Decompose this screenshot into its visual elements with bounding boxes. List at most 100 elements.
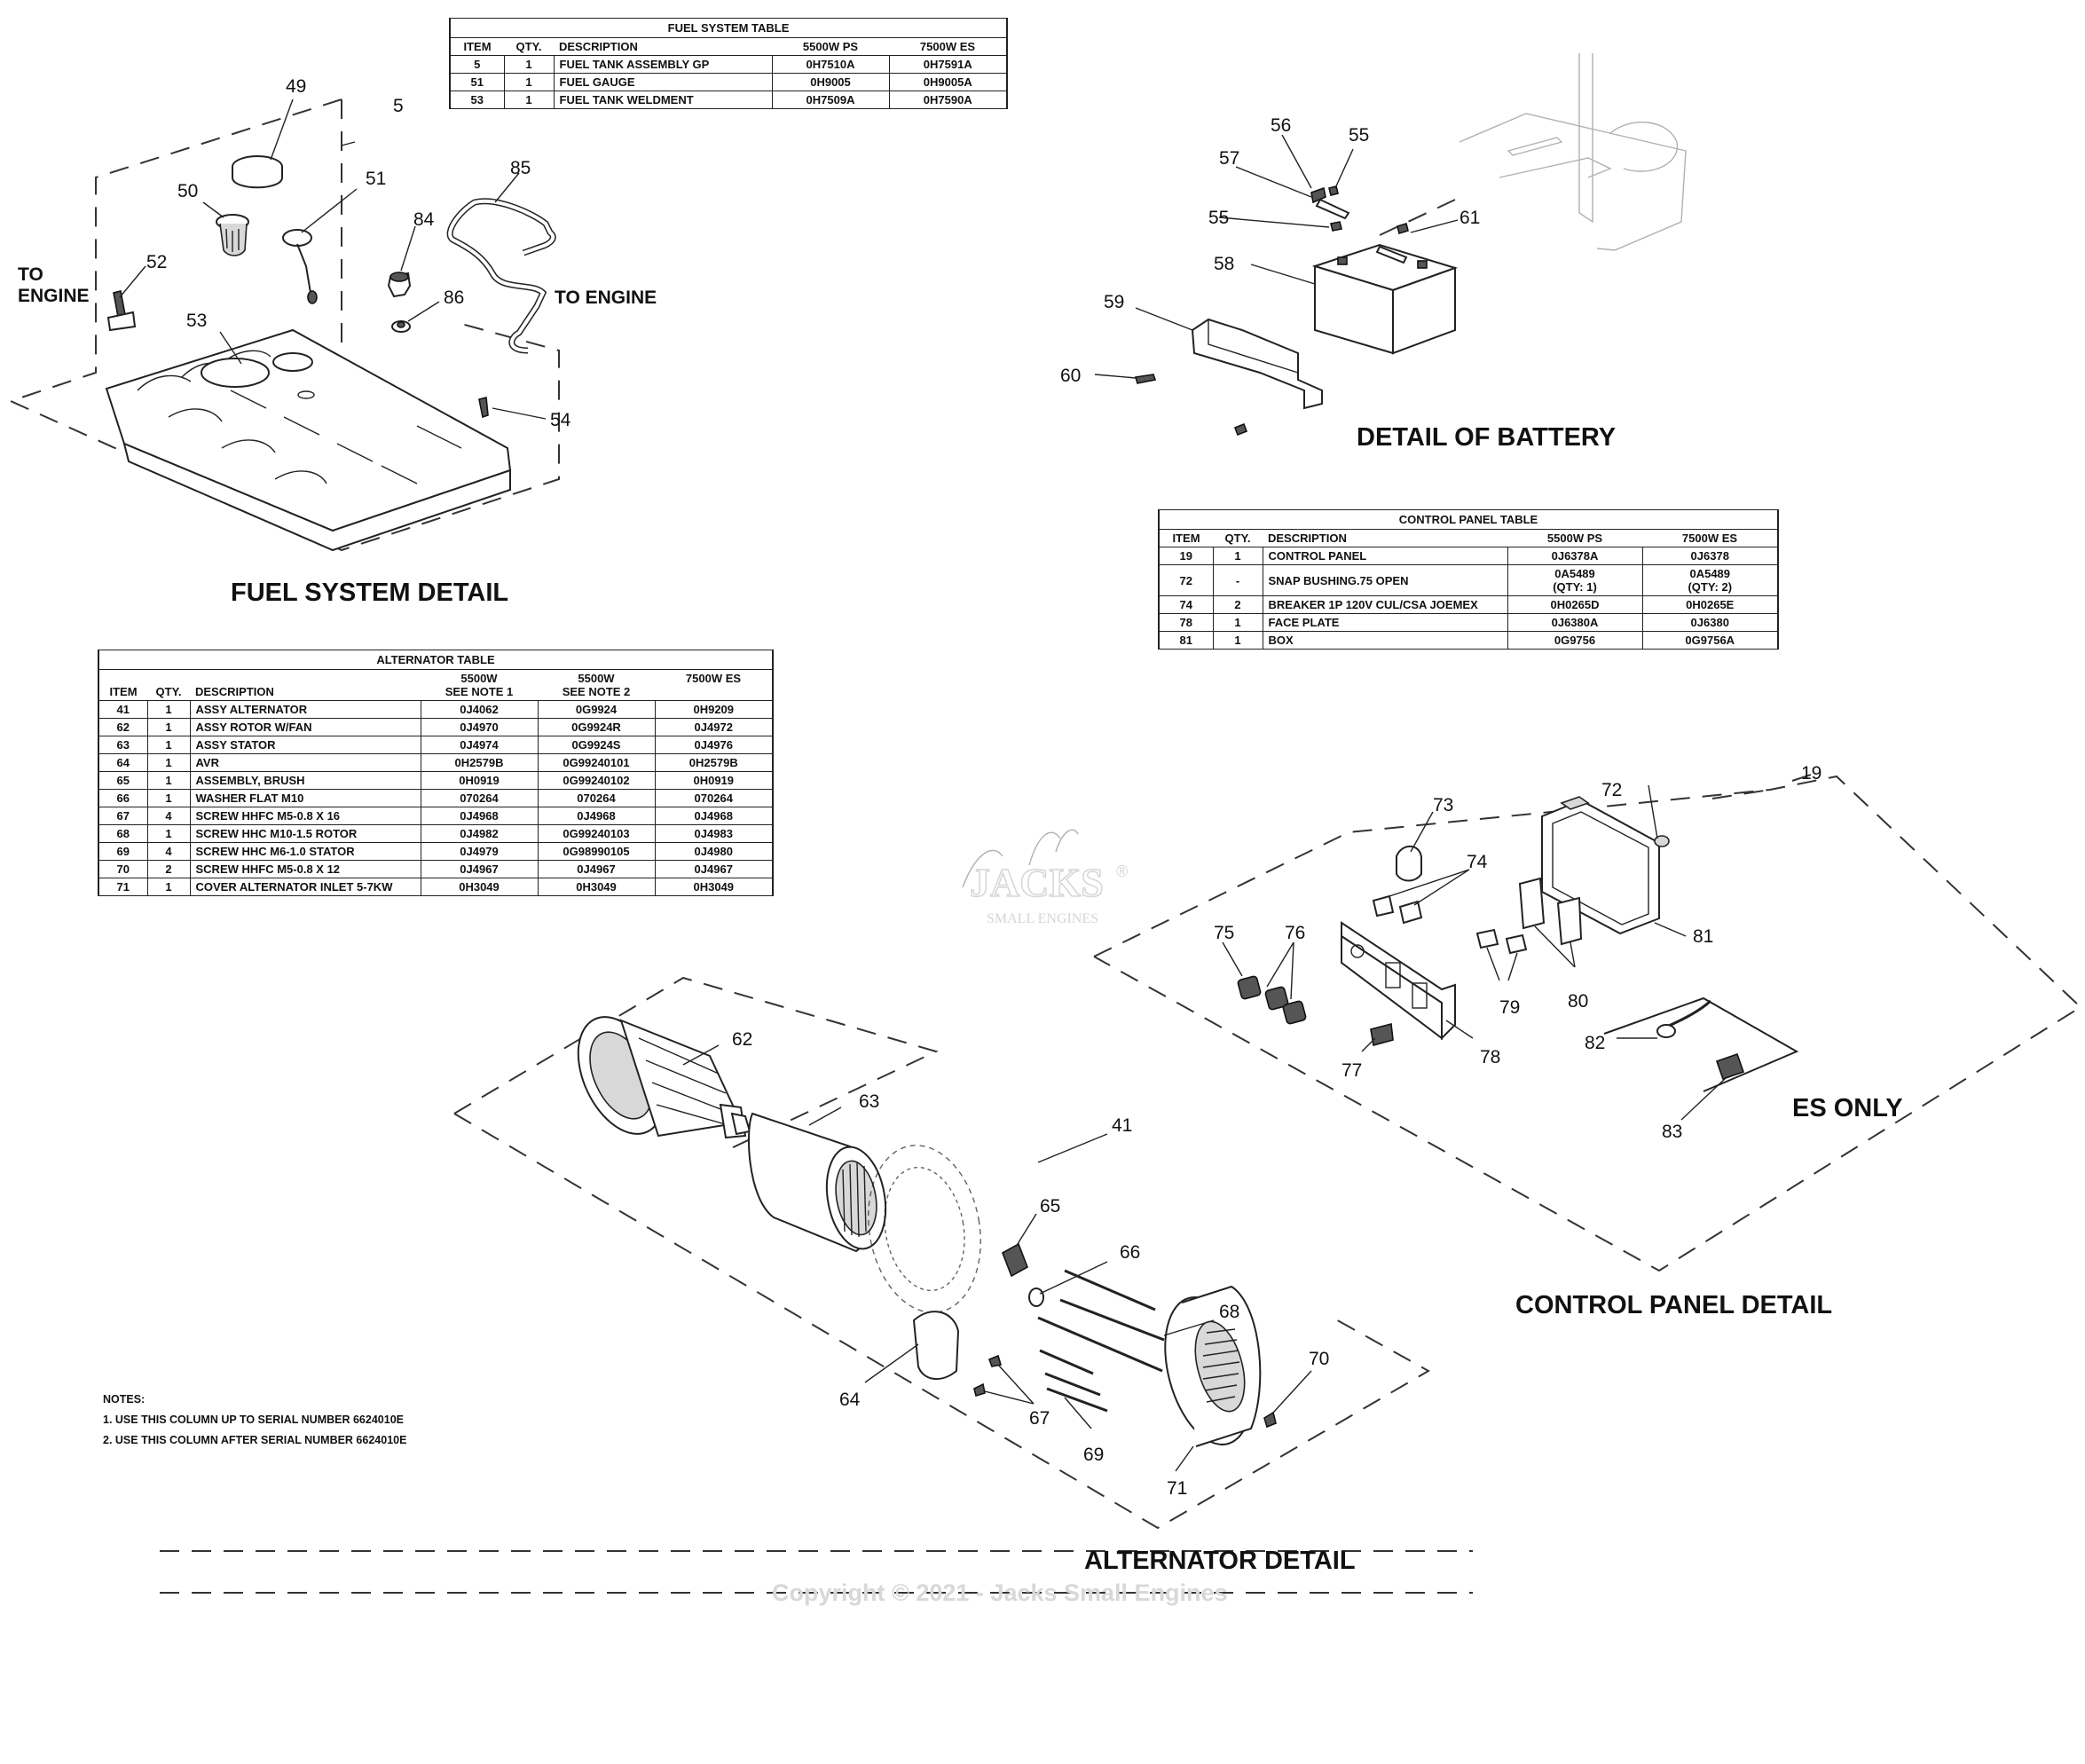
table-cell: 0J4972 bbox=[654, 718, 774, 736]
table-cell: ASSY STATOR bbox=[189, 736, 421, 754]
fuel-tank-weldment bbox=[105, 328, 512, 552]
screw-54 bbox=[478, 396, 489, 419]
fuel-cap bbox=[232, 155, 283, 189]
table-cell: CONTROL PANEL bbox=[1262, 547, 1508, 565]
table-cell: 0J4968 bbox=[420, 807, 539, 825]
table-cell: 72 bbox=[1158, 564, 1214, 596]
table-cell: 0J6380 bbox=[1641, 613, 1779, 632]
table-cell: 0J4979 bbox=[420, 842, 539, 861]
callout-58: 58 bbox=[1214, 254, 1234, 274]
jacks-logo-watermark: JACKS SMALL ENGINES ® bbox=[962, 829, 1128, 926]
table-cell: 1 bbox=[503, 91, 555, 109]
table-cell: 0H9209 bbox=[654, 700, 774, 719]
callout-76: 76 bbox=[1285, 923, 1305, 943]
table-cell: 66 bbox=[98, 789, 148, 807]
fuel-table-title: FUEL SYSTEM TABLE bbox=[449, 18, 1008, 38]
table-cell: 0G9924R bbox=[537, 718, 656, 736]
alternator-cover bbox=[1164, 1285, 1277, 1447]
fuel-strainer bbox=[216, 214, 249, 256]
callout-78: 78 bbox=[1480, 1047, 1500, 1067]
callout-75: 75 bbox=[1214, 923, 1234, 943]
table-cell: 63 bbox=[98, 736, 148, 754]
logo-subtext: SMALL ENGINES bbox=[987, 911, 1098, 926]
fuel-section-title: FUEL SYSTEM DETAIL bbox=[231, 579, 508, 607]
callout-72: 72 bbox=[1601, 780, 1622, 800]
callout-71: 71 bbox=[1167, 1478, 1187, 1499]
callout-66: 66 bbox=[1120, 1242, 1140, 1263]
callout-68: 68 bbox=[1219, 1302, 1239, 1322]
callout-83: 83 bbox=[1662, 1122, 1682, 1142]
callout-49: 49 bbox=[286, 76, 306, 97]
battery-detail: 56 55 57 55 58 59 60 61 DETAIL OF BATTER… bbox=[1060, 53, 1687, 452]
table-cell: 2 bbox=[1212, 595, 1263, 614]
to-engine-label-left-1: TO bbox=[18, 264, 43, 285]
callout-79: 79 bbox=[1499, 997, 1520, 1018]
table-cell: 1 bbox=[503, 73, 555, 91]
callout-77: 77 bbox=[1341, 1060, 1362, 1081]
callout-70: 70 bbox=[1309, 1349, 1329, 1369]
callout-67: 67 bbox=[1029, 1408, 1050, 1429]
callout-59: 59 bbox=[1104, 292, 1124, 312]
table-cell: 070264 bbox=[420, 789, 539, 807]
table-cell: 0H9005A bbox=[888, 73, 1008, 91]
alternator-section-title: ALTERNATOR DETAIL bbox=[1084, 1547, 1356, 1575]
callout-57: 57 bbox=[1219, 148, 1239, 169]
table-cell: 81 bbox=[1158, 631, 1214, 650]
fuel-hose bbox=[446, 198, 556, 354]
callout-55-top: 55 bbox=[1349, 125, 1369, 146]
fuel-fitting bbox=[387, 272, 412, 333]
table-cell: 64 bbox=[98, 753, 148, 772]
table-cell: WASHER FLAT M10 bbox=[189, 789, 421, 807]
table-cell: 0A5489 (QTY: 2) bbox=[1641, 564, 1779, 596]
table-cell: COVER ALTERNATOR INLET 5-7KW bbox=[189, 878, 421, 896]
table-cell: 1 bbox=[146, 700, 191, 719]
table-cell: 65 bbox=[98, 771, 148, 790]
table-cell: 74 bbox=[1158, 595, 1214, 614]
callout-69: 69 bbox=[1083, 1445, 1104, 1465]
table-cell: 0J4970 bbox=[420, 718, 539, 736]
table-cell: 1 bbox=[146, 824, 191, 843]
table-cell: 0H2579B bbox=[654, 753, 774, 772]
table-cell: 0J4967 bbox=[420, 860, 539, 878]
table-cell: 0G9924S bbox=[537, 736, 656, 754]
control-table-title: CONTROL PANEL TABLE bbox=[1158, 509, 1779, 530]
table-cell: 2 bbox=[146, 860, 191, 878]
fuel-valve bbox=[106, 290, 137, 332]
table-cell: 0J4983 bbox=[654, 824, 774, 843]
table-cell: 0H7510A bbox=[771, 55, 890, 74]
battery-bracket bbox=[1191, 318, 1323, 410]
table-cell: 0G9924 bbox=[537, 700, 656, 719]
table-cell: SCREW HHFC M5-0.8 X 16 bbox=[189, 807, 421, 825]
table-cell: SCREW HHFC M5-0.8 X 12 bbox=[189, 860, 421, 878]
rotor-with-fan bbox=[577, 1016, 751, 1139]
table-cell: 67 bbox=[98, 807, 148, 825]
table-cell: 1 bbox=[146, 771, 191, 790]
callout-61: 61 bbox=[1460, 208, 1480, 228]
callout-41: 41 bbox=[1112, 1115, 1132, 1136]
table-cell: ASSY ROTOR W/FAN bbox=[189, 718, 421, 736]
table-cell: 0J6378A bbox=[1507, 547, 1643, 565]
table-cell: 19 bbox=[1158, 547, 1214, 565]
fuel-gauge bbox=[282, 229, 318, 304]
table-cell: 0J4982 bbox=[420, 824, 539, 843]
callout-85: 85 bbox=[510, 158, 531, 178]
frame-outline bbox=[1459, 53, 1687, 251]
table-cell: 4 bbox=[146, 842, 191, 861]
note-1: 1. USE THIS COLUMN UP TO SERIAL NUMBER 6… bbox=[103, 1414, 404, 1426]
table-cell: 1 bbox=[146, 753, 191, 772]
table-cell: 0H3049 bbox=[537, 878, 656, 896]
notes: NOTES: 1. USE THIS COLUMN UP TO SERIAL N… bbox=[103, 1390, 406, 1451]
callout-80: 80 bbox=[1568, 991, 1588, 1012]
